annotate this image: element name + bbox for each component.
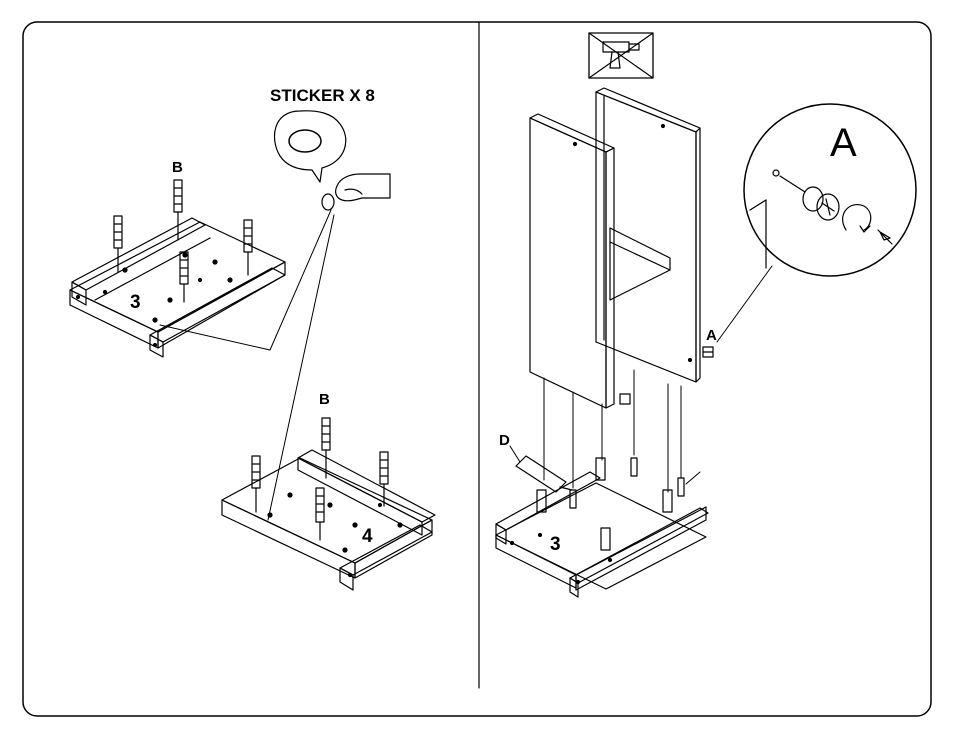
right-panel: D A A 3 — [496, 33, 916, 597]
detail-leader-a — [717, 266, 772, 342]
label-a-cam: A — [706, 327, 717, 344]
sticker-bubble — [275, 111, 346, 182]
page-border — [23, 22, 931, 716]
screw-b — [174, 180, 182, 240]
label-b-upper: B — [172, 159, 183, 176]
shelf-panel — [610, 228, 670, 300]
sticker-label: STICKER X 8 — [270, 86, 375, 105]
board-3-base — [496, 472, 708, 597]
label-a-detail: A — [830, 121, 857, 165]
screw-b — [252, 456, 260, 512]
label-board-4: 4 — [362, 526, 373, 547]
board-4-lower — [222, 450, 435, 590]
label-board-3-right: 3 — [550, 534, 561, 555]
screw-b-set-upper — [114, 180, 252, 302]
label-b-lower: B — [319, 391, 330, 408]
screw-b — [380, 452, 388, 506]
label-board-3-left: 3 — [130, 292, 141, 313]
cabinet-side-panel-back — [596, 88, 700, 382]
dowels — [570, 458, 684, 508]
hand-icon — [322, 174, 390, 210]
label-d: D — [499, 432, 510, 449]
leader-extra — [686, 472, 700, 484]
no-power-drill-icon — [589, 33, 653, 78]
cabinet-side-panel-front — [530, 114, 614, 408]
screw-b — [180, 252, 188, 302]
screw-b — [244, 220, 252, 275]
leader-d — [510, 446, 520, 462]
sticker-icon — [289, 130, 321, 152]
screw-b — [316, 488, 324, 540]
left-panel: STICKER X 8 — [70, 86, 435, 590]
rotate-arrow-icon — [843, 205, 871, 230]
